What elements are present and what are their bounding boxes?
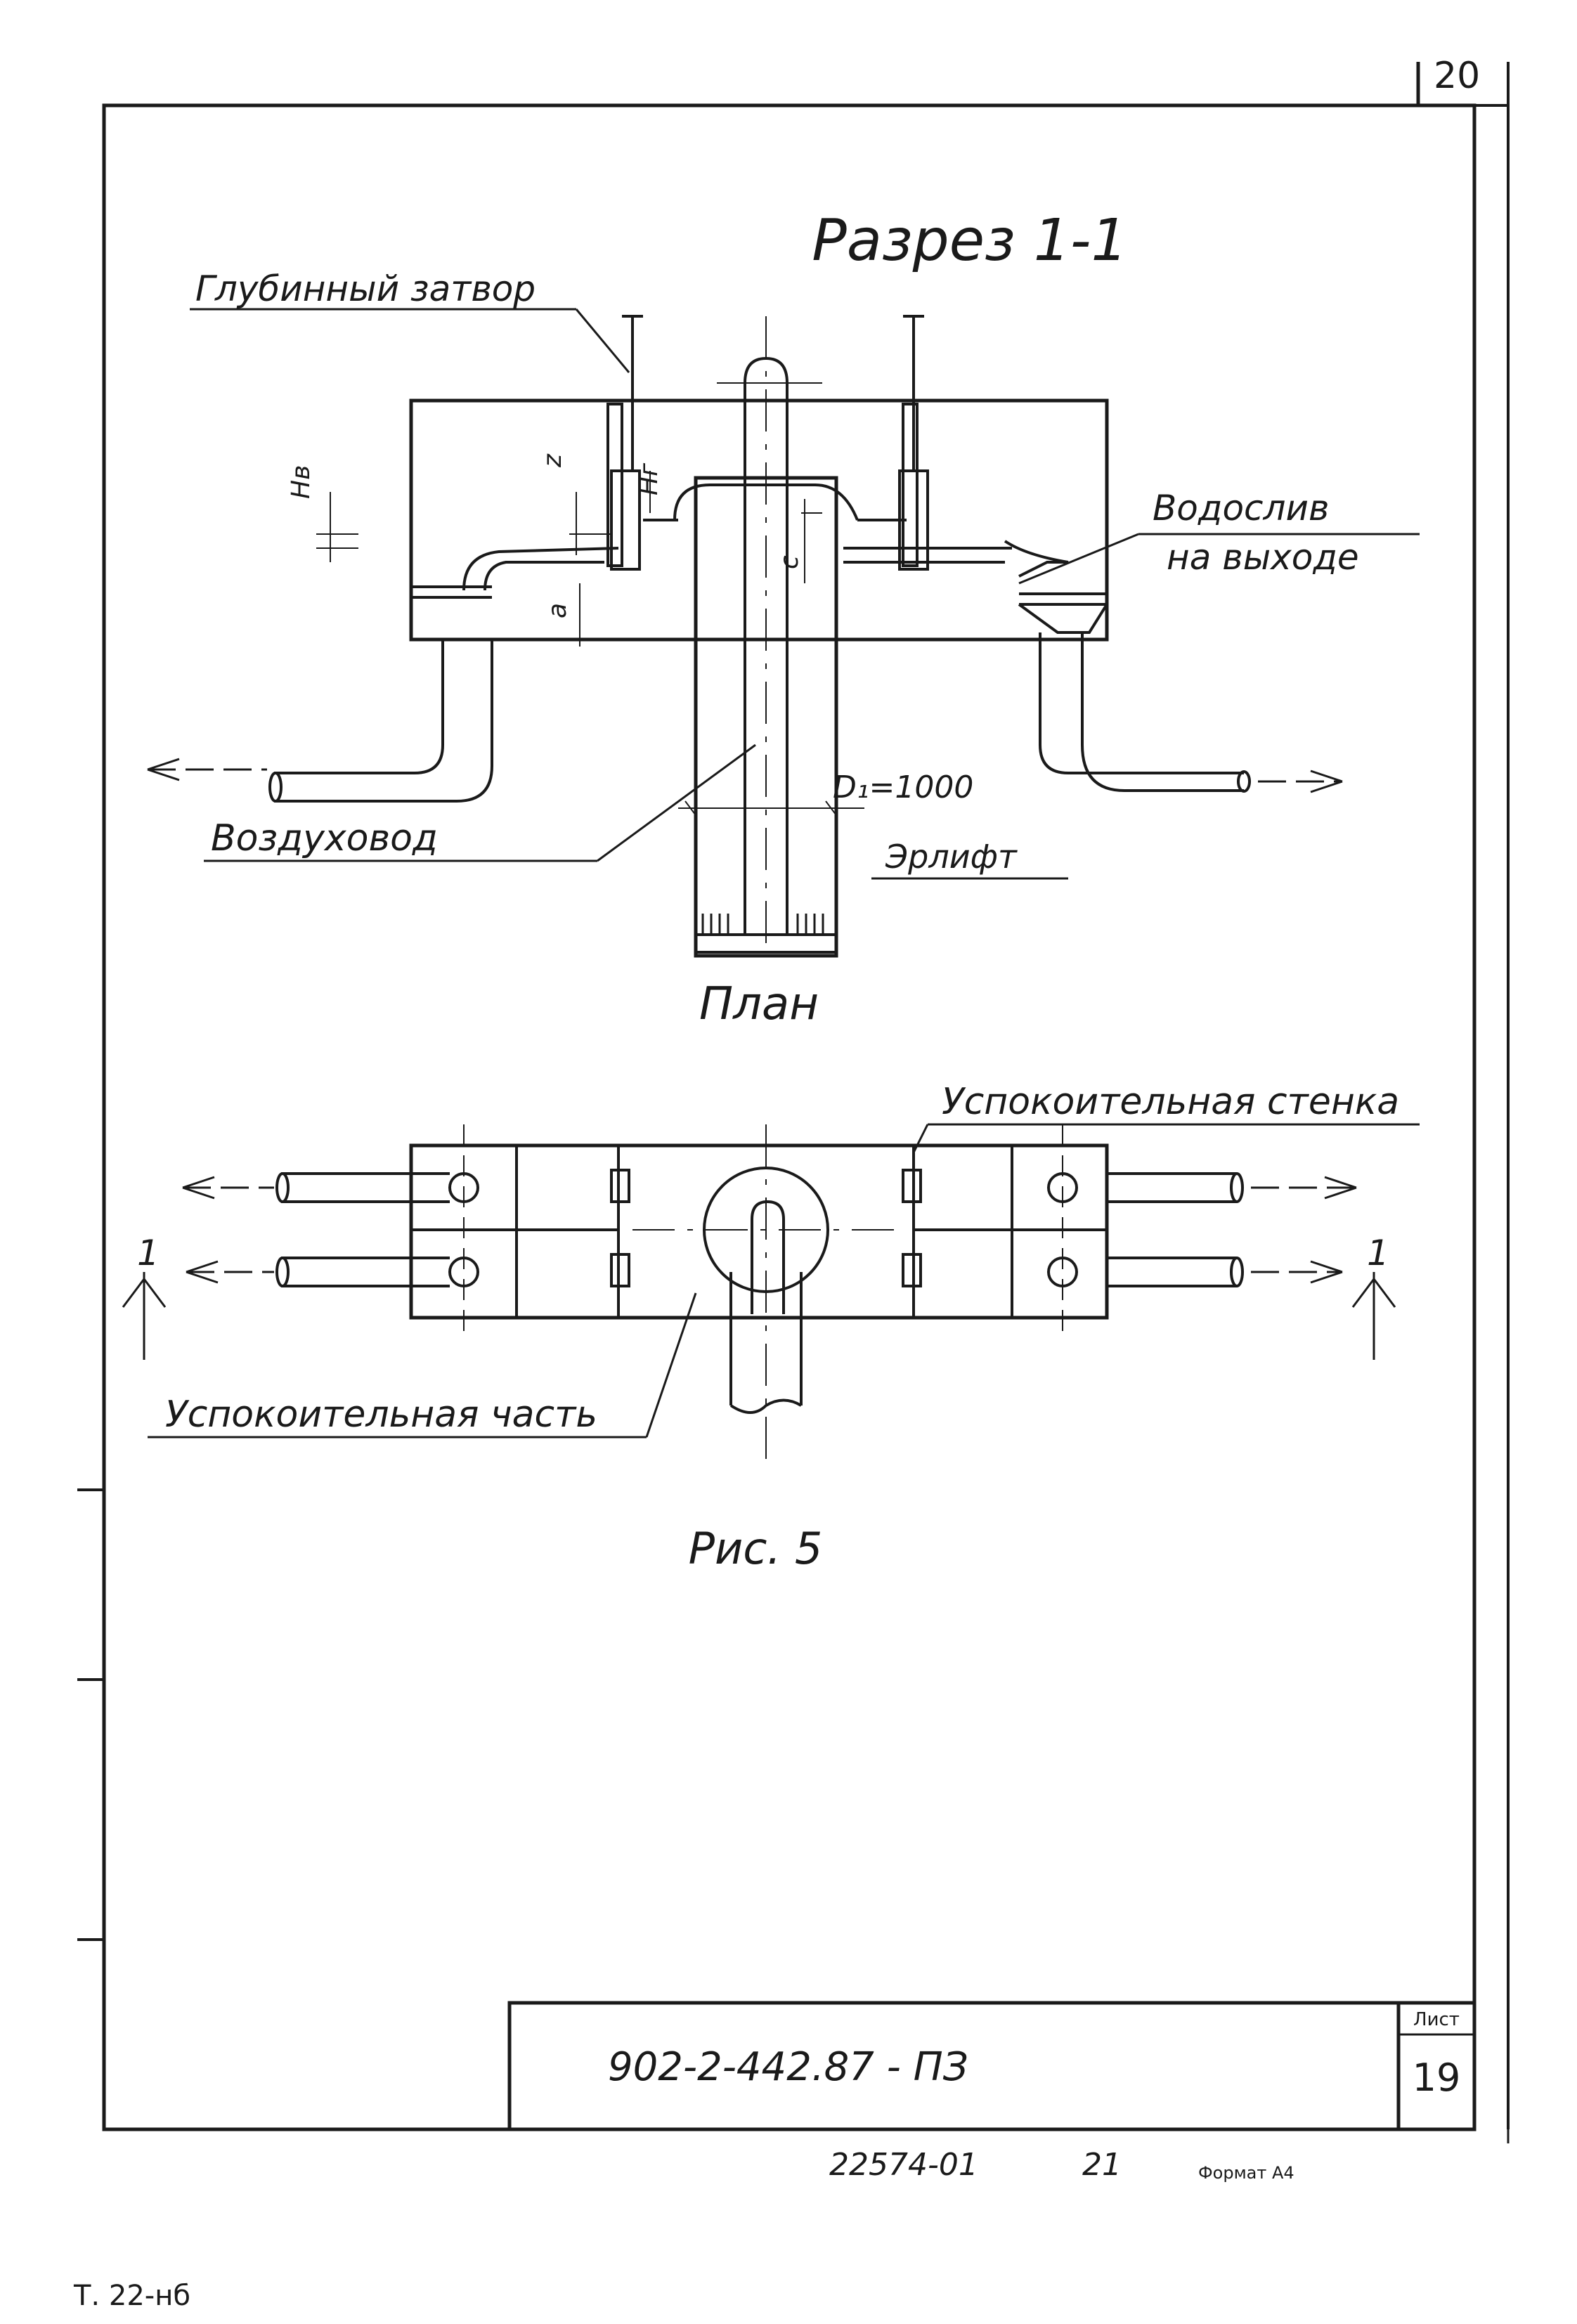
title-block [507,2001,1477,2131]
label-air-duct: Воздуховод [211,817,438,859]
sheet-number: 19 [1413,2056,1461,2100]
dim-hr: Hг [635,462,663,495]
label-calming-part: Успокоительная часть [165,1394,597,1436]
margin-note: Т. 22-нб [73,2280,190,2312]
label-weir-outlet-line1: Водослив [1153,488,1329,528]
dim-z: z [538,453,567,468]
plan-drawing [122,1123,1420,1469]
label-deep-gate: Глубинный затвор [195,268,536,309]
sheet-label: Лист [1413,2009,1460,2030]
footer-format: Формат А4 [1198,2163,1294,2183]
label-airlift: Эрлифт [885,838,1018,876]
section-mark-right: 1 [1367,1233,1389,1273]
label-calming-wall: Успокоительная стенка [942,1081,1399,1123]
figure-caption: Рис. 5 [689,1523,823,1574]
doc-number: 902-2-442.87 - ПЗ [608,2044,968,2090]
footer-page: 21 [1082,2147,1122,2183]
dim-a: a [543,603,572,618]
plan-title: План [699,978,819,1030]
section-drawing [147,308,1420,958]
section-title: Разрез 1-1 [812,207,1127,274]
dim-hv: Hв [287,465,316,499]
page-number-top: 20 [1434,55,1480,97]
dim-c: c [775,555,804,569]
label-weir-outlet-line2: на выходе [1167,537,1359,578]
footer-inventory: 22574-01 [829,2147,978,2183]
label-diameter: D₁=1000 [833,770,973,805]
section-mark-left: 1 [137,1233,160,1273]
